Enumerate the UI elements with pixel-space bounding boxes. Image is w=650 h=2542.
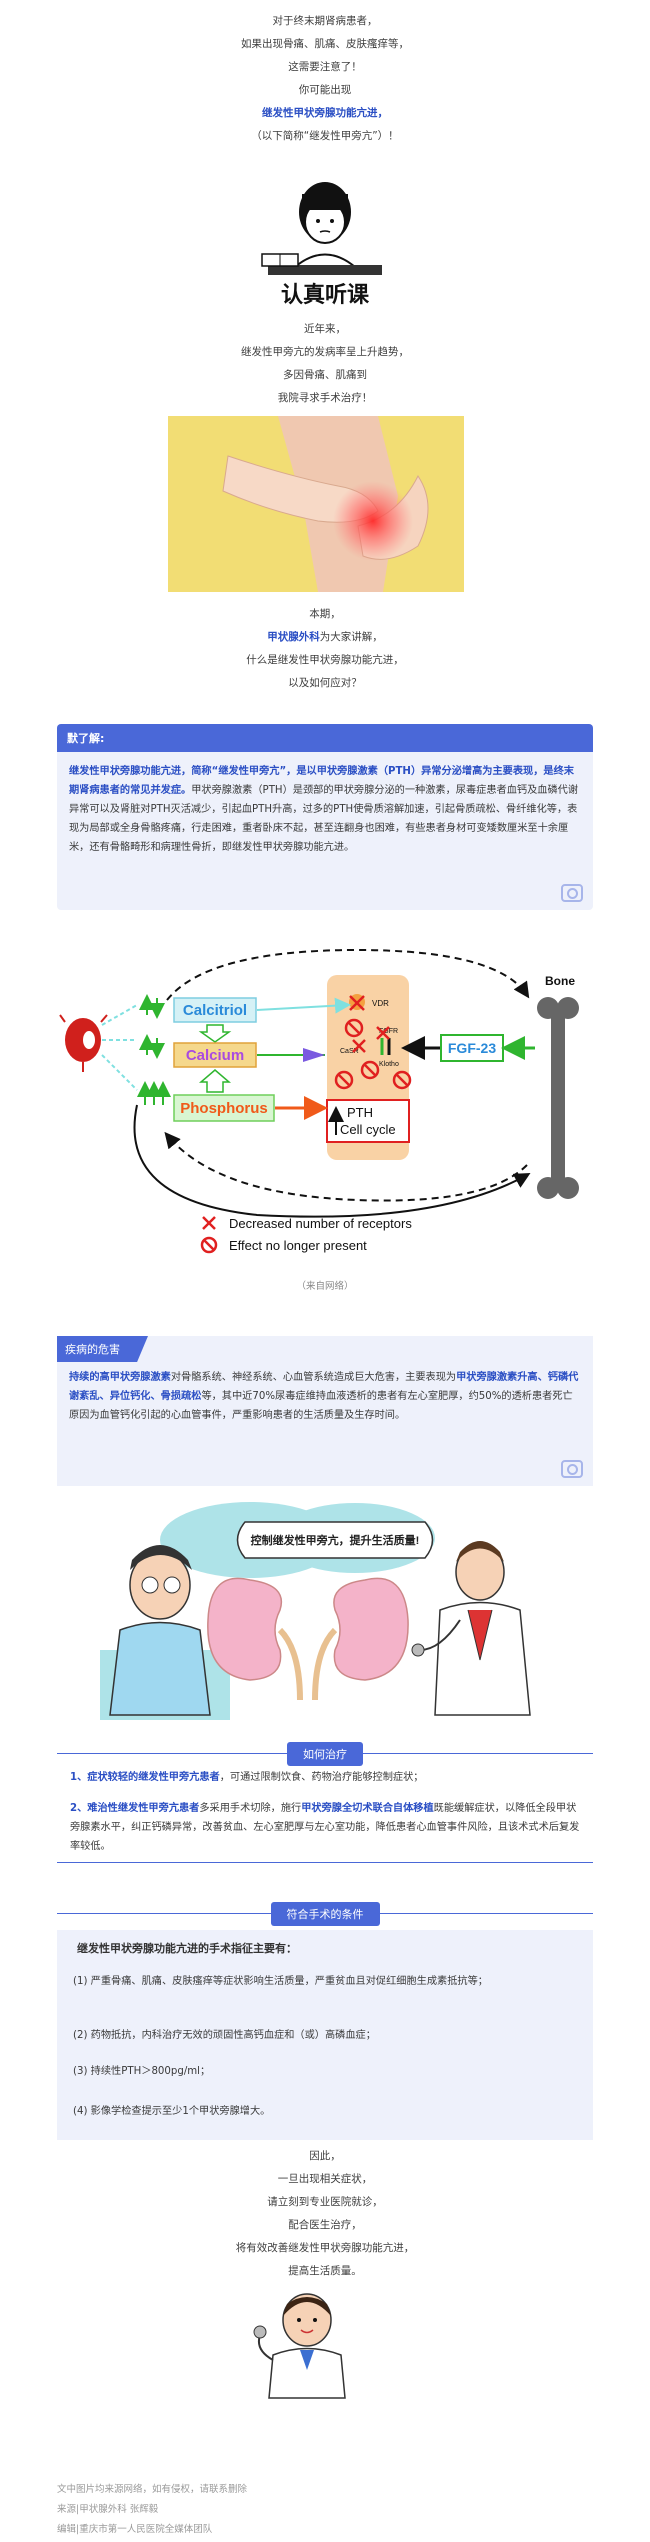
diagram-source: （来自网络）	[296, 1281, 354, 1292]
closing-line: 将有效改善继发性甲状旁腺功能亢进，	[235, 2242, 415, 2254]
issue-line: 甲状腺外科为大家讲解，	[0, 626, 650, 649]
calcitriol-label: Calcitriol	[183, 1002, 247, 1019]
issue-line: 什么是继发性甲状旁腺功能亢进，	[246, 654, 404, 666]
treatment-item-2-hl: 难治性继发性甲旁亢患者	[87, 1803, 200, 1814]
camera-icon	[561, 884, 583, 902]
footer-line: 来源|甲状腺外科 张辉毅	[57, 2504, 159, 2515]
footer: 文中图片均来源网络，如有侵权，请联系删除 来源|甲状腺外科 张辉毅 编辑|重庆市…	[0, 2480, 650, 2540]
mechanism-diagram: Calcitriol Calcium Phosphorus PTH Cell c…	[57, 930, 593, 1265]
study-sticker: 认真听课	[240, 172, 410, 308]
intro-section: 对于终末期肾病患者， 如果出现骨痛、肌痛、皮肤瘙痒等， 这需要注意了！ 你可能出…	[0, 10, 650, 148]
student-cartoon-image	[261, 182, 382, 275]
receptor-loss-marks	[349, 995, 390, 1053]
footer-line: 编辑|重庆市第一人民医院全媒体团队	[57, 2524, 213, 2535]
pth-label: PTH	[347, 1105, 373, 1120]
issue-line: 以及如何应对？	[288, 677, 362, 689]
surgery-item: (4) 影像学检查提示至少1个甲状旁腺增大。	[73, 2106, 271, 2117]
understand-body: 甲状旁腺激素（PTH）是颈部的甲状旁腺分泌的一种激素，尿毒症患者血钙及血磷代谢异…	[69, 785, 579, 853]
phosphorus-box: Phosphorus	[173, 1094, 275, 1122]
treatment-header: 如何治疗	[287, 1742, 363, 1766]
surgery-box: 继发性甲状旁腺功能亢进的手术指征主要有： (1) 严重骨痛、肌痛、皮肤瘙痒等症状…	[57, 1930, 593, 2140]
understand-text: 继发性甲状旁腺功能亢进，简称“继发性甲旁亢”，是以甲状旁腺激素（PTH）异常分泌…	[57, 752, 593, 867]
closing-section: 因此， 一旦出现相关症状， 请立刻到专业医院就诊， 配合医生治疗， 将有效改善继…	[0, 2145, 650, 2283]
casr-label: CaSR	[340, 1048, 359, 1055]
treatment-item-2-hl2: 甲状旁腺全切术联合自体移植	[301, 1803, 434, 1814]
intro-note: （以下简称“继发性甲旁亢”）！	[251, 130, 399, 142]
phosphorus-label: Phosphorus	[180, 1100, 268, 1117]
treatment-item-1: 1、症状较轻的继发性甲旁亢患者，可通过限制饮食、药物治疗能够控制症状；	[70, 1768, 580, 1787]
understand-box: 默了解: 继发性甲状旁腺功能亢进，简称“继发性甲旁亢”，是以甲状旁腺激素（PTH…	[57, 724, 593, 910]
sticker-caption: 认真听课	[280, 283, 369, 308]
calcitriol-box: Calcitriol	[173, 997, 257, 1023]
treatment-item-2-text: 既能缓解症状，以降低全段甲状旁腺素水平，纠正钙磷异常，改善贫血、左心室肥厚与左心…	[70, 1803, 580, 1852]
treatment-bottom-divider	[57, 1862, 593, 1863]
camera-icon	[561, 1460, 583, 1478]
fgf23-box: FGF-23	[440, 1034, 504, 1062]
footer-line: 文中图片均来源网络，如有侵权，请联系删除	[57, 2484, 248, 2495]
bone-label: Bone	[545, 974, 575, 988]
treatment-item-1-num: 1、	[70, 1772, 88, 1783]
calcium-label: Calcium	[186, 1047, 244, 1064]
intro-line: 如果出现骨痛、肌痛、皮肤瘙痒等，	[241, 38, 409, 50]
intro-line: 这需要注意了！	[288, 61, 362, 73]
diagram-legend: Decreased number of receptors Effect no …	[200, 1216, 412, 1254]
kidney-icon	[59, 1014, 108, 1072]
harm-header: 疾病的危害	[57, 1336, 148, 1362]
surgery-item: (1) 严重骨痛、肌痛、皮肤瘙痒等症状影响生活质量，严重贫血且对促红细胞生成素抵…	[73, 1976, 488, 1987]
treatment-item-2: 2、难治性继发性甲旁亢患者多采用手术切除，施行甲状旁腺全切术联合自体移植既能缓解…	[70, 1799, 580, 1856]
treatment-text: 1、症状较轻的继发性甲旁亢患者，可通过限制饮食、药物治疗能够控制症状； 2、难治…	[70, 1768, 580, 1856]
treatment-item-1-hl: 症状较轻的继发性甲旁亢患者	[87, 1772, 220, 1783]
trend-section: 近年来， 继发性甲旁亢的发病率呈上升趋势， 多因骨痛、肌痛到 我院寻求手术治疗！	[0, 318, 650, 410]
closing-line: 请立刻到专业医院就诊，	[267, 2196, 383, 2208]
intro-line: 对于终末期肾病患者，	[272, 15, 378, 27]
issue-line-rest: 为大家讲解，	[319, 631, 383, 643]
trend-line: 继发性甲旁亢的发病率呈上升趋势，	[241, 346, 409, 358]
trend-line: 近年来，	[304, 323, 346, 335]
vdr-label: VDR	[372, 999, 389, 1008]
harm-highlight-1: 持续的高甲状旁腺激素	[69, 1372, 171, 1383]
calcium-box: Calcium	[173, 1042, 257, 1068]
legend-effect-label: Effect no longer present	[229, 1238, 367, 1253]
fgfr-label: FGFR	[379, 1028, 398, 1035]
intro-highlight: 继发性甲状旁腺功能亢进，	[262, 107, 388, 119]
surgery-title: 继发性甲状旁腺功能亢进的手术指征主要有：	[77, 1942, 297, 1955]
knee-pain-image	[168, 416, 464, 592]
surgery-item: (3) 持续性PTH＞800pg/ml；	[73, 2066, 211, 2077]
closing-line: 配合医生治疗，	[288, 2219, 362, 2231]
bone-icon: Bone	[537, 974, 579, 1199]
closing-line: 提高生活质量。	[288, 2265, 362, 2277]
harm-text-2: 等，其中近70%尿毒症维持血液透析的患者有左心室肥厚，约50%的透析患者死亡原因…	[69, 1391, 573, 1421]
treatment-item-2-num: 2、	[70, 1803, 88, 1814]
treatment-item-1-text: ，可通过限制饮食、药物治疗能够控制症状；	[219, 1772, 424, 1783]
harm-highlight-2: 甲状旁腺激素升高、钙磷代谢紊乱、异位钙化、骨损疏松	[69, 1372, 579, 1402]
trend-line: 我院寻求手术治疗！	[277, 392, 373, 404]
harm-text: 持续的高甲状旁腺激素对骨骼系统、神经系统、心血管系统造成巨大危害，主要表现为甲状…	[69, 1368, 581, 1425]
legend-receptors-label: Decreased number of receptors	[229, 1216, 412, 1231]
cell-cycle-label: Cell cycle	[340, 1122, 396, 1137]
kidney-cartoon: 控制继发性甲旁亢，提升生活质量!	[100, 1500, 540, 1725]
surgery-header-row: 符合手术的条件	[57, 1902, 593, 1926]
harm-text-1: 对骨骼系统、神经系统、心血管系统造成巨大危害，主要表现为	[170, 1372, 457, 1383]
treatment-header-row: 如何治疗	[57, 1742, 593, 1766]
issue-line: 本期，	[309, 608, 341, 620]
trend-line: 多因骨痛、肌痛到	[283, 369, 367, 381]
closing-line: 因此，	[309, 2150, 341, 2162]
cartoon-bubble-text: 控制继发性甲旁亢，提升生活质量!	[251, 1533, 420, 1547]
no-effect-marks	[334, 1018, 412, 1090]
closing-line: 一旦出现相关症状，	[277, 2173, 373, 2185]
issue-dept: 甲状腺外科	[267, 631, 320, 643]
issue-section: 本期， 甲状腺外科为大家讲解， 什么是继发性甲状旁腺功能亢进， 以及如何应对？	[0, 603, 650, 695]
treatment-item-2-mid: 多采用手术切除，施行	[199, 1803, 302, 1814]
klotho-label: Klotho	[379, 1061, 399, 1068]
surgery-header: 符合手术的条件	[270, 1902, 380, 1926]
harm-box: 疾病的危害 持续的高甲状旁腺激素对骨骼系统、神经系统、心血管系统造成巨大危害，主…	[57, 1336, 593, 1486]
intro-line: 你可能出现	[298, 84, 352, 96]
surgery-item: (2) 药物抵抗，内科治疗无效的顽固性高钙血症和（或）高磷血症；	[73, 2030, 376, 2041]
understand-highlight: 继发性甲状旁腺功能亢进，简称“继发性甲旁亢”，是以甲状旁腺激素（PTH）异常分泌…	[69, 766, 574, 796]
doctor-cartoon	[245, 2290, 365, 2400]
fgf23-label: FGF-23	[448, 1040, 496, 1056]
understand-header: 默了解:	[57, 724, 593, 752]
